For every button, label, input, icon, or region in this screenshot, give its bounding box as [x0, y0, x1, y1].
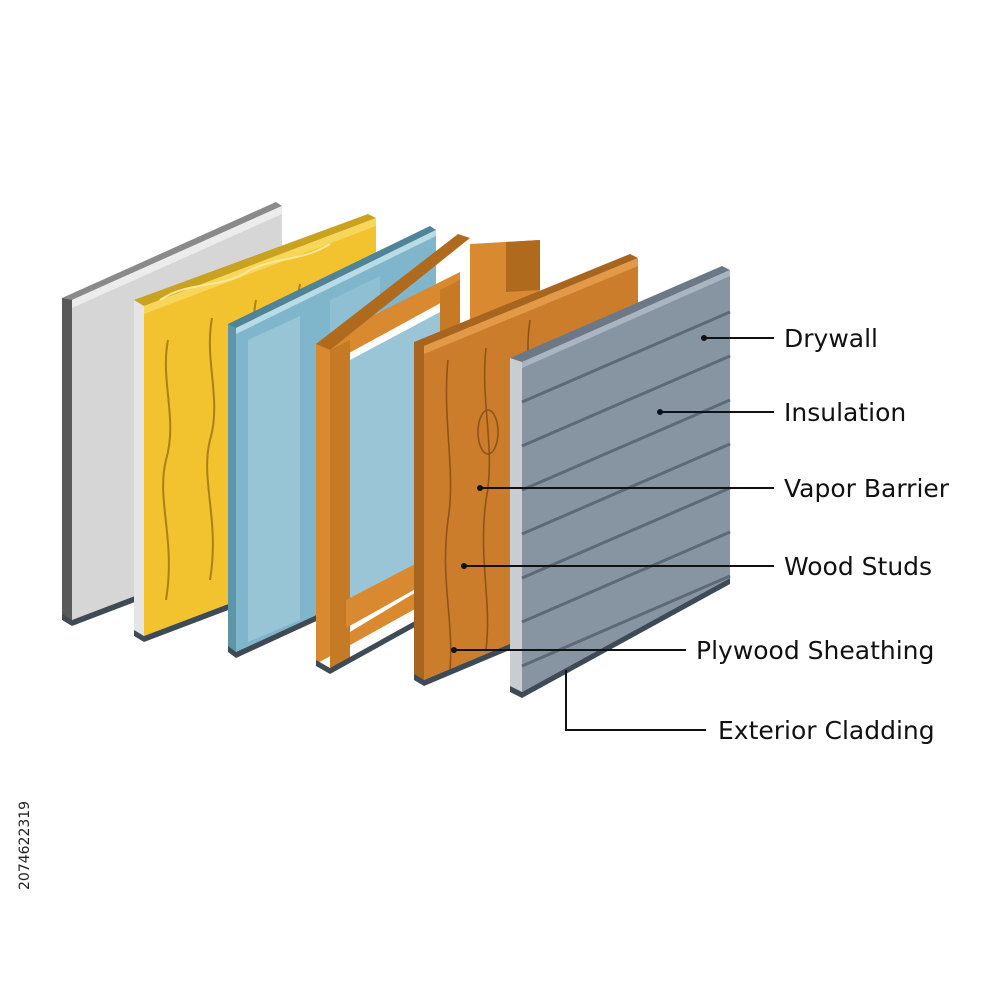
label-plywood-sheathing: Plywood Sheathing	[696, 636, 934, 665]
leader-dots	[451, 335, 707, 653]
leader-exterior-cladding	[565, 670, 706, 731]
stock-id-vertical: 2074622319	[17, 801, 33, 890]
label-insulation: Insulation	[784, 398, 906, 427]
leader-lines	[454, 337, 774, 731]
stock-id-text: 2074622319	[17, 801, 33, 890]
label-drywall: Drywall	[784, 324, 878, 353]
label-wood-studs: Wood Studs	[784, 552, 932, 581]
label-exterior-cladding: Exterior Cladding	[718, 716, 935, 745]
label-vapor-barrier: Vapor Barrier	[784, 474, 950, 503]
exterior-cladding-panel	[510, 266, 731, 698]
